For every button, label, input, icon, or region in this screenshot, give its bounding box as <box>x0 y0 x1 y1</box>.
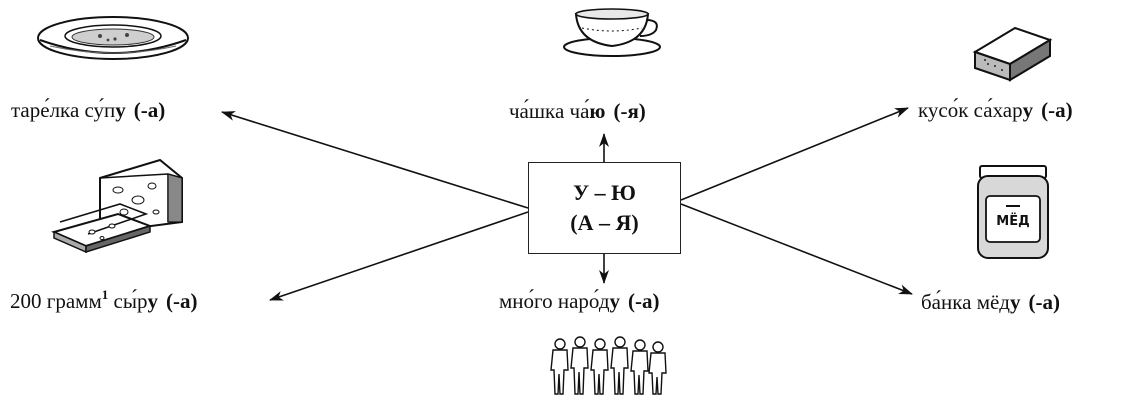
jar-label: МЁД <box>996 213 1029 229</box>
label-sugar: кусо́к са́хару (-а) <box>918 98 1073 122</box>
arrow-to-soup <box>222 112 528 208</box>
crowd-icon <box>551 337 666 394</box>
label-tea-ending: ю <box>589 99 605 123</box>
center-box: У – Ю (А – Я) <box>528 162 681 254</box>
label-soup-word: таре́лка су́п <box>11 98 115 122</box>
center-line-1: У – Ю <box>573 178 636 208</box>
label-soup-ending: у <box>115 98 126 122</box>
cheese-icon <box>54 160 182 252</box>
arrow-to-honey <box>681 204 912 294</box>
label-tea-suffix: (-я) <box>613 99 645 123</box>
label-cheese-ending: у <box>147 289 158 313</box>
center-line-2: (А – Я) <box>570 208 638 238</box>
label-tea: ча́шка ча́ю (-я) <box>509 99 646 123</box>
label-soup-suffix: (-а) <box>134 98 165 122</box>
label-honey-ending: у <box>1010 290 1021 314</box>
label-cheese-word2: сы́р <box>108 289 147 313</box>
label-tea-word: ча́шка ча́ <box>509 99 589 123</box>
soup-plate-icon <box>38 17 188 59</box>
label-cheese: 200 грамм1 сы́ру(-а) <box>10 289 197 313</box>
honey-jar-icon: МЁД <box>978 166 1048 258</box>
label-people-ending: у <box>610 289 621 313</box>
label-cheese-word: 200 грамм <box>10 289 102 313</box>
label-people-suffix: (-а) <box>628 289 659 313</box>
label-sugar-word: кусо́к са́хар <box>918 98 1023 122</box>
label-honey-word: ба́нка мёд <box>921 290 1010 314</box>
arrow-to-cheese <box>270 212 528 300</box>
label-honey-suffix: (-а) <box>1029 290 1060 314</box>
arrow-to-sugar <box>681 108 908 200</box>
teacup-icon <box>564 9 660 56</box>
label-honey: ба́нка мёду (-а) <box>921 290 1060 314</box>
label-cheese-suffix: (-а) <box>166 289 197 313</box>
label-people-word: мно́го наро́д <box>499 289 610 313</box>
label-sugar-ending: у <box>1023 98 1034 122</box>
sugar-cube-icon <box>975 28 1050 80</box>
label-soup: таре́лка су́пу (-а) <box>11 98 165 122</box>
label-people: мно́го наро́ду (-а) <box>499 289 660 313</box>
label-sugar-suffix: (-а) <box>1041 98 1072 122</box>
